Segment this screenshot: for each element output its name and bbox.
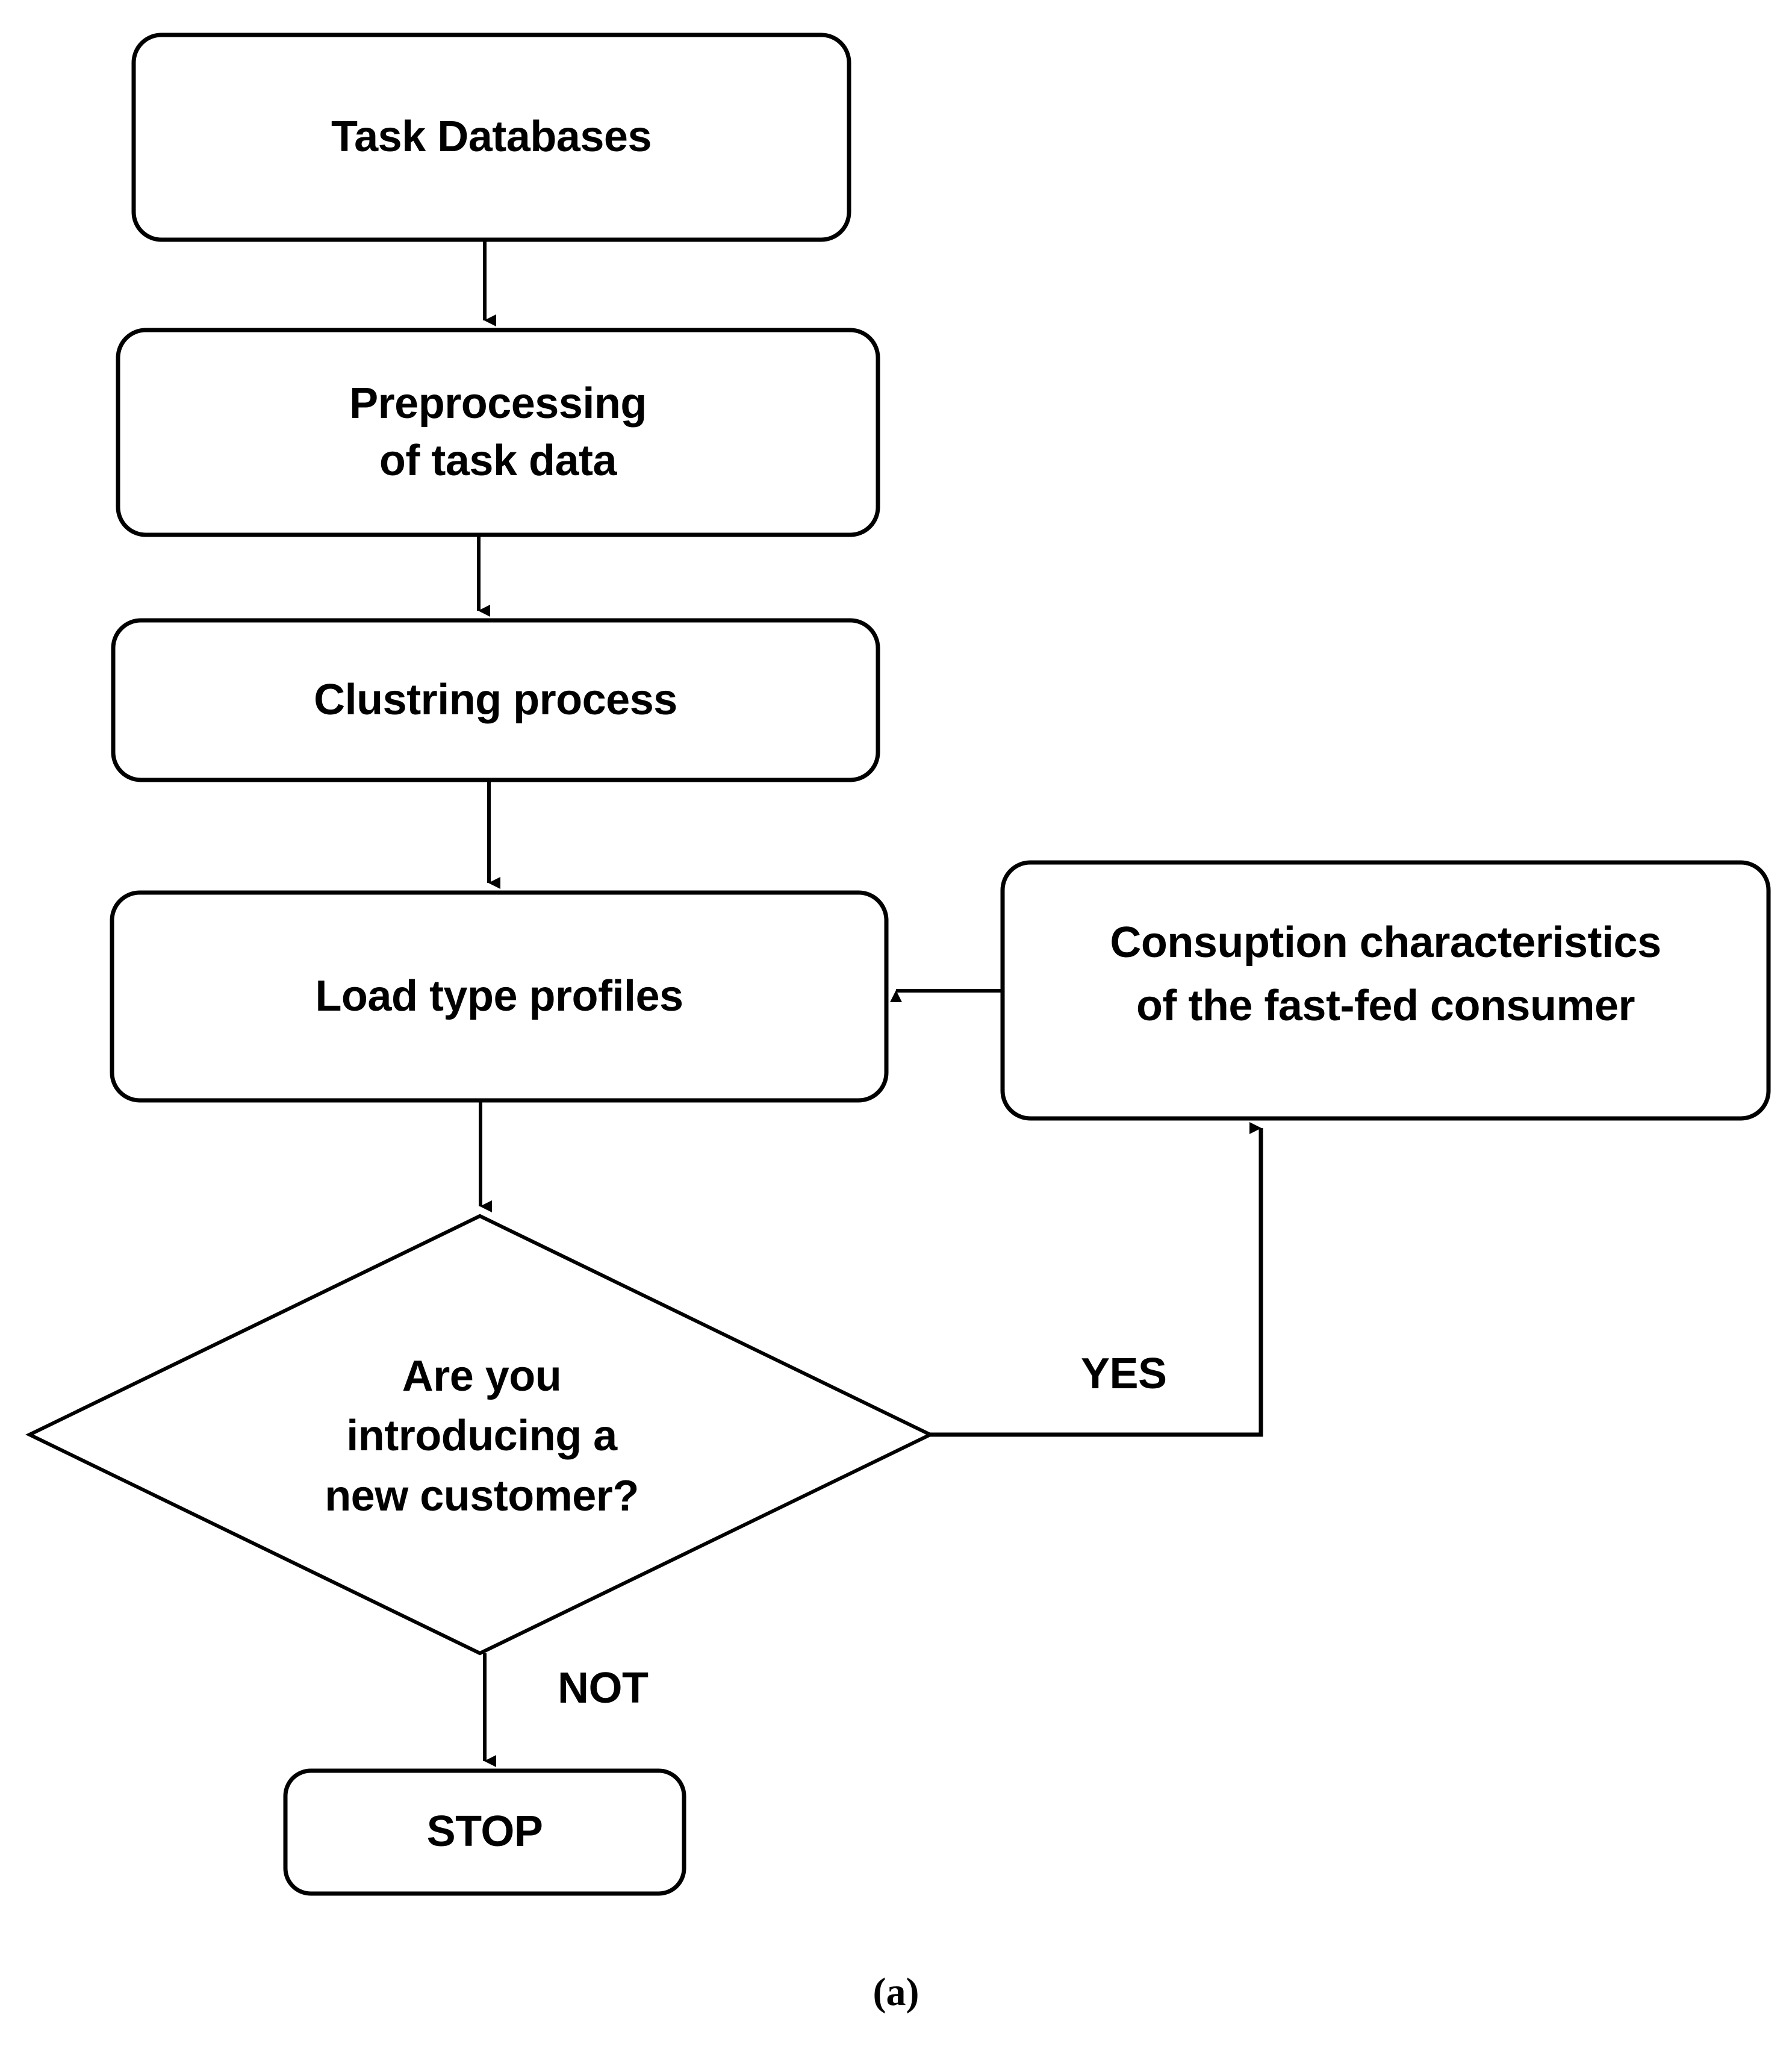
node-shape-stop [283, 1768, 686, 1896]
node-shape-clustring-process [111, 618, 880, 782]
edge-label-not: NOT [558, 1664, 649, 1712]
node-shape-task-databases [131, 33, 851, 242]
node-shape-consuption-characteristics [1000, 860, 1771, 1121]
edge-label-yes: YES [1081, 1350, 1167, 1398]
node-shape-new-customer-decision [25, 1214, 935, 1656]
node-shape-load-type-profiles [110, 890, 889, 1103]
figure-caption: (a) [873, 1970, 919, 2014]
edge-decision-yes-to-consuption [930, 1122, 1263, 1437]
node-shape-preprocessing [116, 328, 880, 537]
